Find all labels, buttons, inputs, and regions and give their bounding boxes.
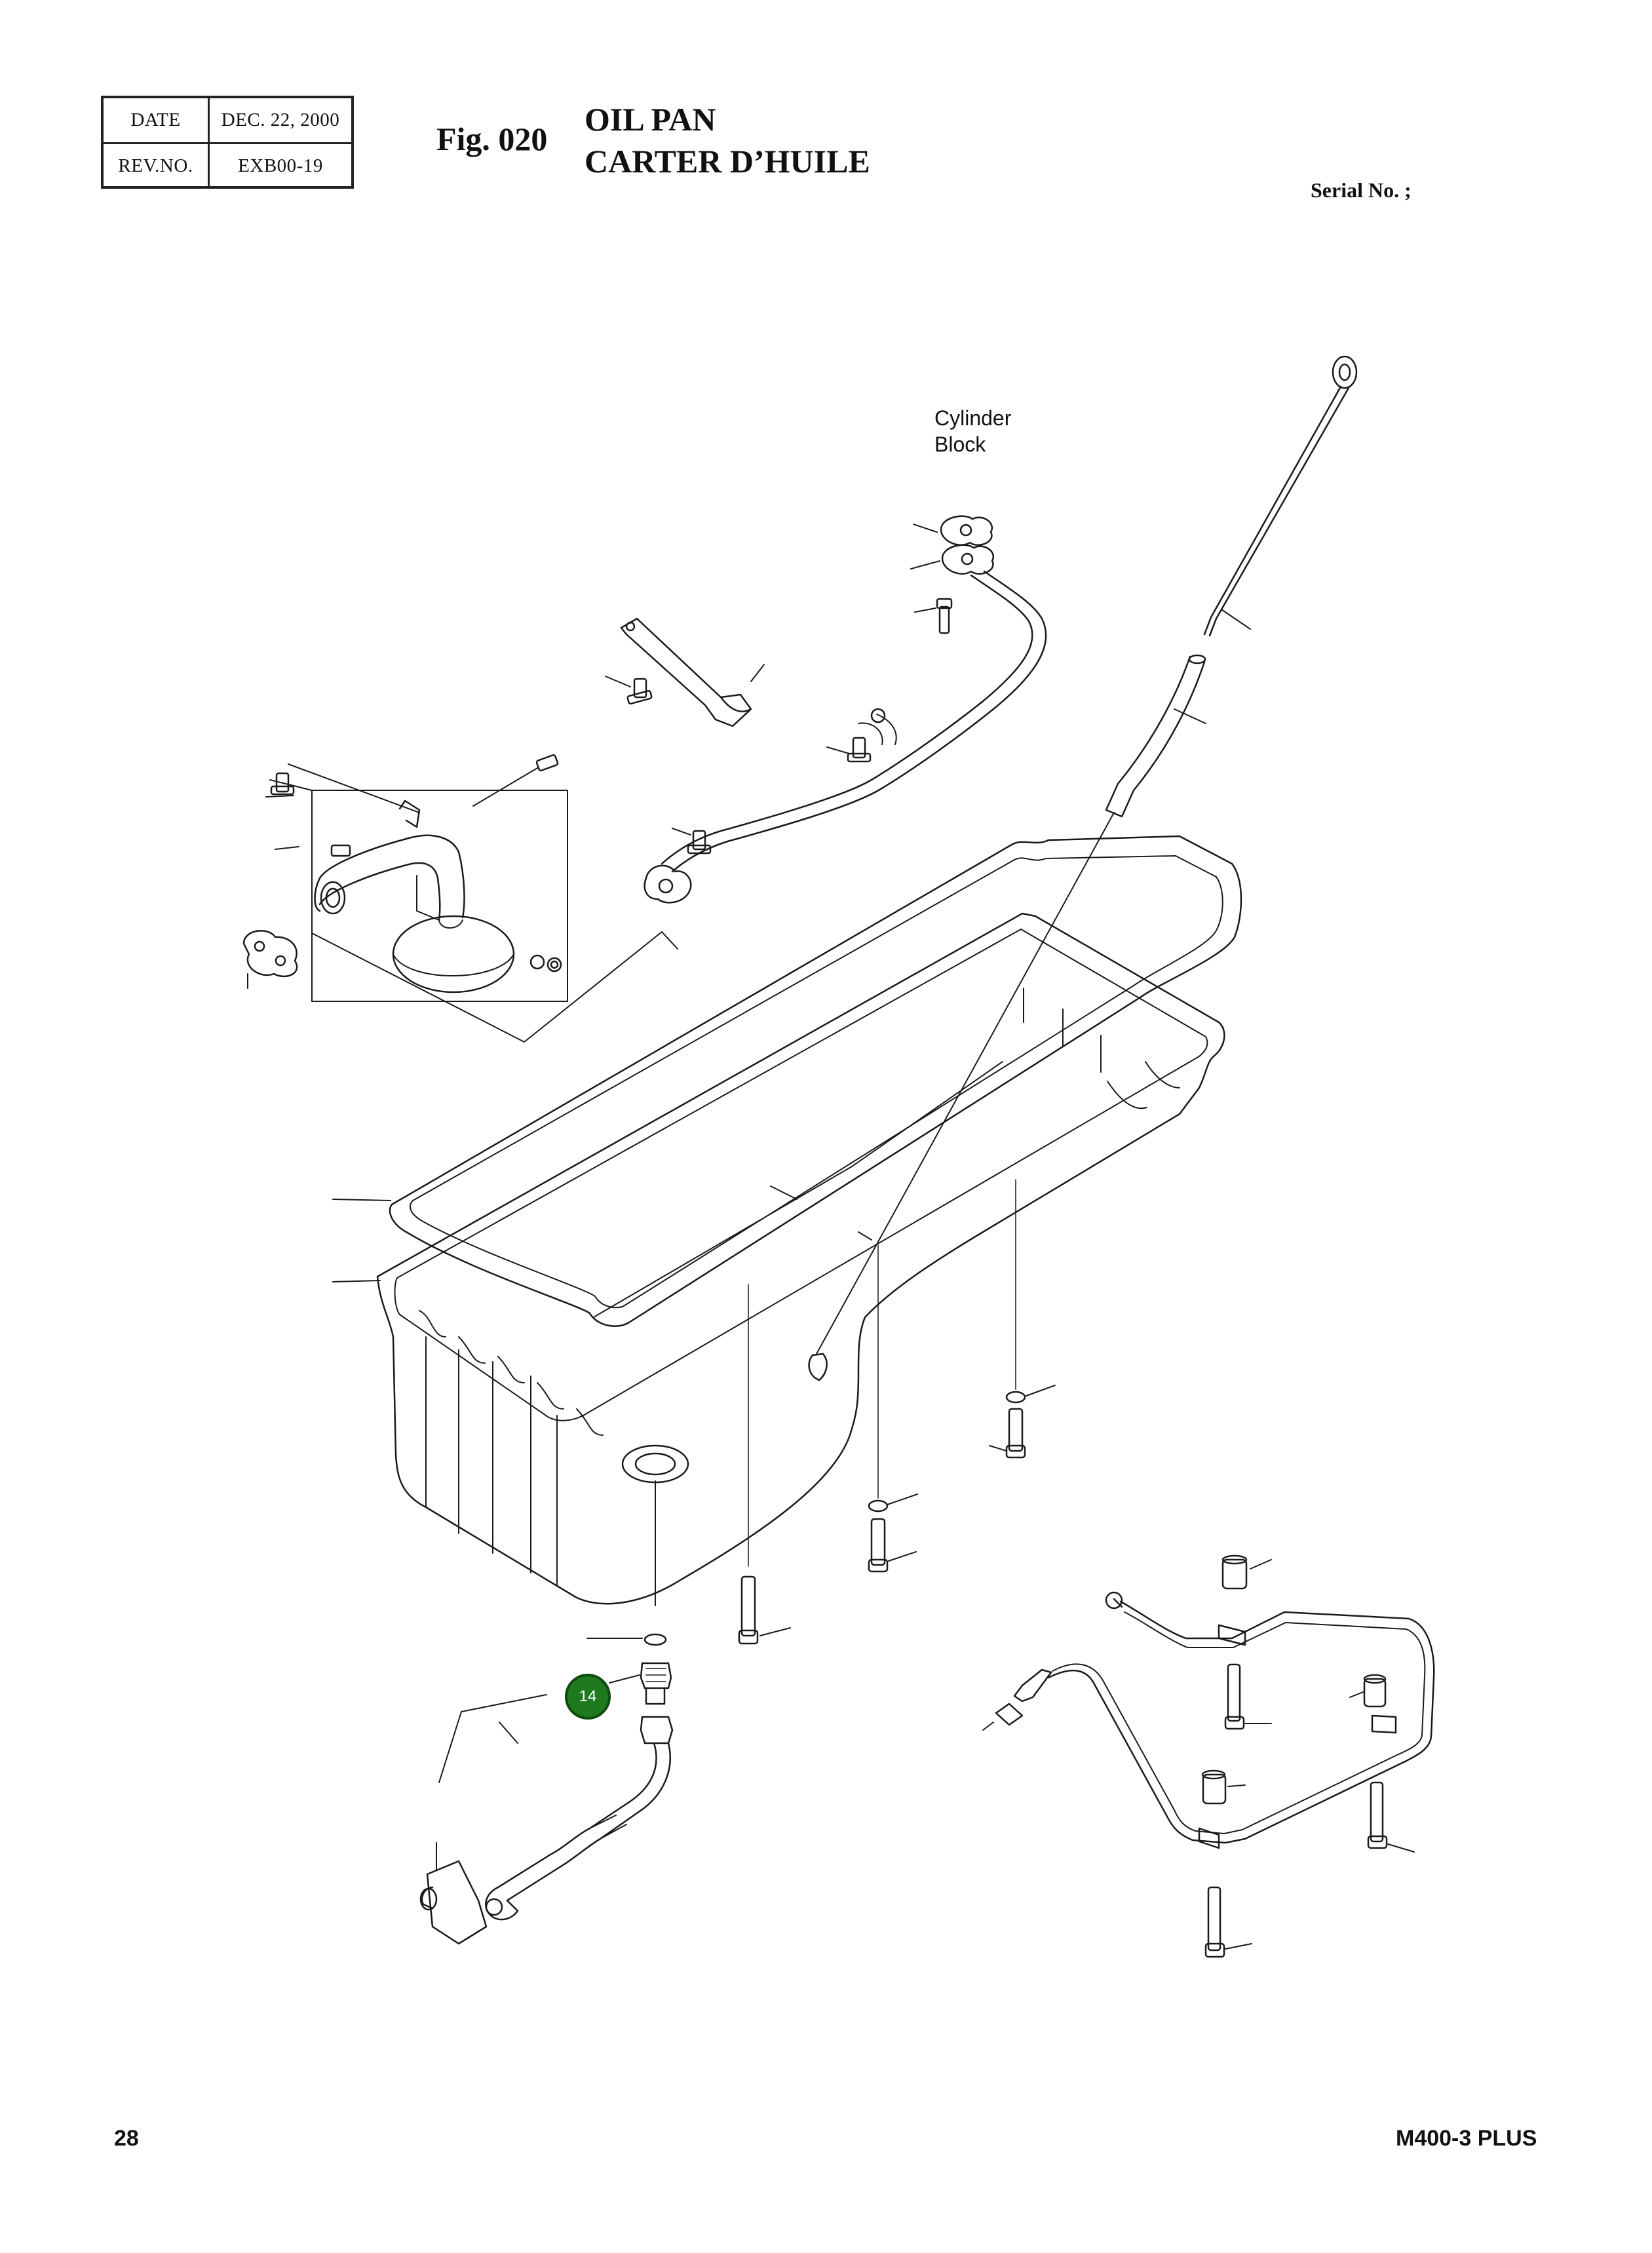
right-pipe-assembly <box>983 1592 1434 1848</box>
serial-number: Serial No. ; <box>1311 178 1412 202</box>
rev-label: REV.NO. <box>104 144 210 188</box>
page-number: 28 <box>114 2126 139 2151</box>
rev-value: EXB00-19 <box>238 155 323 176</box>
cylinder-block-label: Cylinder Block <box>934 405 1011 457</box>
figure-number: Fig. 020 <box>436 121 548 157</box>
figure-title-french: CARTER D’HUILE <box>585 143 870 180</box>
oil-pan-gasket <box>333 836 1241 1326</box>
pipe-bracket <box>621 619 764 726</box>
model-name: M400-3 PLUS <box>1396 2126 1537 2151</box>
dipstick-guide-tube <box>816 655 1206 1354</box>
upper-flange-gaskets <box>911 516 993 574</box>
dipstick <box>1204 356 1356 636</box>
revision-row: REV.NO. EXB00-19 <box>104 144 351 188</box>
bolts-upper <box>605 599 951 853</box>
oil-pan <box>333 914 1224 1606</box>
figure-title: OIL PAN CARTER D’HUILE <box>585 98 870 182</box>
date-row: DATE DEC. 22, 2000 <box>104 98 351 144</box>
cylinder-block-label-line2: Block <box>934 433 986 456</box>
callout-badge-14[interactable]: 14 <box>565 1674 611 1720</box>
date-label: DATE <box>104 98 210 142</box>
clip-bolts-and-spacers <box>1202 1556 1414 1957</box>
oil-strainer-assembly <box>244 754 678 1042</box>
drain-plug-assembly <box>421 1634 672 1944</box>
date-value: DEC. 22, 2000 <box>221 109 340 130</box>
revision-box: DATE DEC. 22, 2000 REV.NO. EXB00-19 <box>101 96 354 189</box>
figure-title-english: OIL PAN <box>585 101 716 138</box>
oil-pan-bolts <box>739 1180 1055 1644</box>
cylinder-block-label-line1: Cylinder <box>934 406 1012 430</box>
oil-return-pipe <box>645 571 1046 902</box>
